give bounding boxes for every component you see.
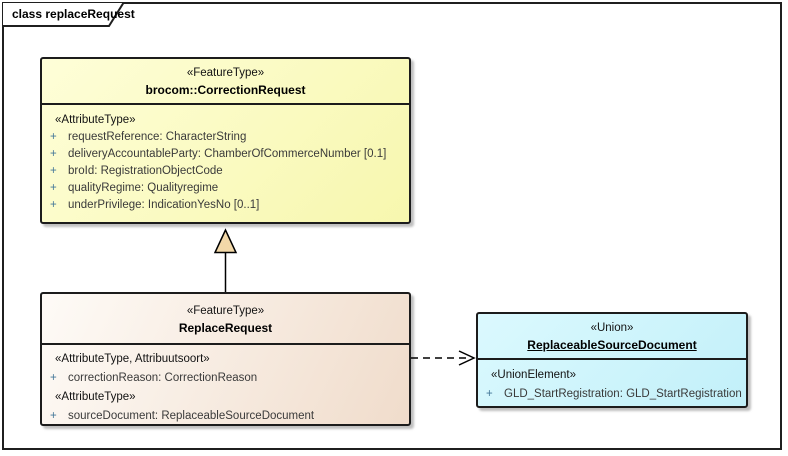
- stereotype-label: «FeatureType»: [186, 305, 265, 317]
- visibility-marker: +: [50, 165, 57, 177]
- attribute-text: correctionReason: CorrectionReason: [68, 372, 258, 384]
- class-header: «FeatureType» brocom::CorrectionRequest: [42, 59, 409, 105]
- stereotype-label: «Union»: [590, 322, 634, 334]
- attribute-row: + GLD_StartRegistration: GLD_StartRegist…: [478, 385, 746, 404]
- visibility-marker: +: [50, 131, 57, 143]
- class-box-replaceable-source-document[interactable]: «Union» ReplaceableSourceDocument «Union…: [476, 312, 748, 408]
- attribute-text: requestReference: CharacterString: [68, 131, 247, 143]
- attribute-row: + underPrivilege: IndicationYesNo [0..1]: [42, 197, 409, 214]
- attribute-text: sourceDocument: ReplaceableSourceDocumen…: [68, 410, 315, 422]
- attribute-group-header: «AttributeType, Attribuutsoort»: [55, 353, 210, 365]
- frame-tab: [2, 2, 126, 27]
- attribute-row: + correctionReason: CorrectionReason: [42, 369, 409, 388]
- class-box-replace-request[interactable]: «FeatureType» ReplaceRequest «AttributeT…: [40, 292, 411, 426]
- class-name: brocom::CorrectionRequest: [145, 83, 306, 97]
- visibility-marker: +: [50, 199, 57, 211]
- visibility-marker: +: [50, 372, 57, 384]
- visibility-marker: +: [486, 388, 493, 400]
- diagram-title: class replaceRequest: [12, 7, 135, 21]
- attributes-compartment: «UnionElement» + GLD_StartRegistration: …: [478, 360, 746, 404]
- attribute-row: + deliveryAccountableParty: ChamberOfCom…: [42, 146, 409, 163]
- class-name: ReplaceableSourceDocument: [527, 338, 697, 352]
- class-name: ReplaceRequest: [178, 321, 273, 335]
- attribute-text: underPrivilege: IndicationYesNo [0..1]: [68, 199, 260, 211]
- attribute-text: qualityRegime: Qualityregime: [68, 182, 219, 194]
- attribute-group-header: «AttributeType»: [55, 114, 136, 126]
- class-box-correction-request[interactable]: «FeatureType» brocom::CorrectionRequest …: [40, 57, 411, 224]
- attributes-compartment: «AttributeType» + requestReference: Char…: [42, 105, 409, 214]
- attribute-text: GLD_StartRegistration: GLD_StartRegistra…: [504, 388, 742, 400]
- attribute-text: broId: RegistrationObjectCode: [68, 165, 223, 177]
- stereotype-label: «FeatureType»: [186, 67, 265, 79]
- attribute-row: + requestReference: CharacterString: [42, 129, 409, 146]
- class-header: «FeatureType» ReplaceRequest: [42, 294, 409, 345]
- visibility-marker: +: [50, 410, 57, 422]
- attribute-row: + qualityRegime: Qualityregime: [42, 180, 409, 197]
- attribute-group-header: «UnionElement»: [491, 369, 577, 381]
- visibility-marker: +: [50, 148, 57, 160]
- attribute-text: deliveryAccountableParty: ChamberOfComme…: [68, 148, 387, 160]
- attribute-group-header: «AttributeType»: [55, 391, 136, 403]
- visibility-marker: +: [50, 182, 57, 194]
- diagram-frame: [2, 2, 782, 450]
- attribute-row: + broId: RegistrationObjectCode: [42, 163, 409, 180]
- attribute-row: + sourceDocument: ReplaceableSourceDocum…: [42, 407, 409, 426]
- class-header: «Union» ReplaceableSourceDocument: [478, 314, 746, 360]
- attributes-compartment: «AttributeType, Attribuutsoort» + correc…: [42, 345, 409, 426]
